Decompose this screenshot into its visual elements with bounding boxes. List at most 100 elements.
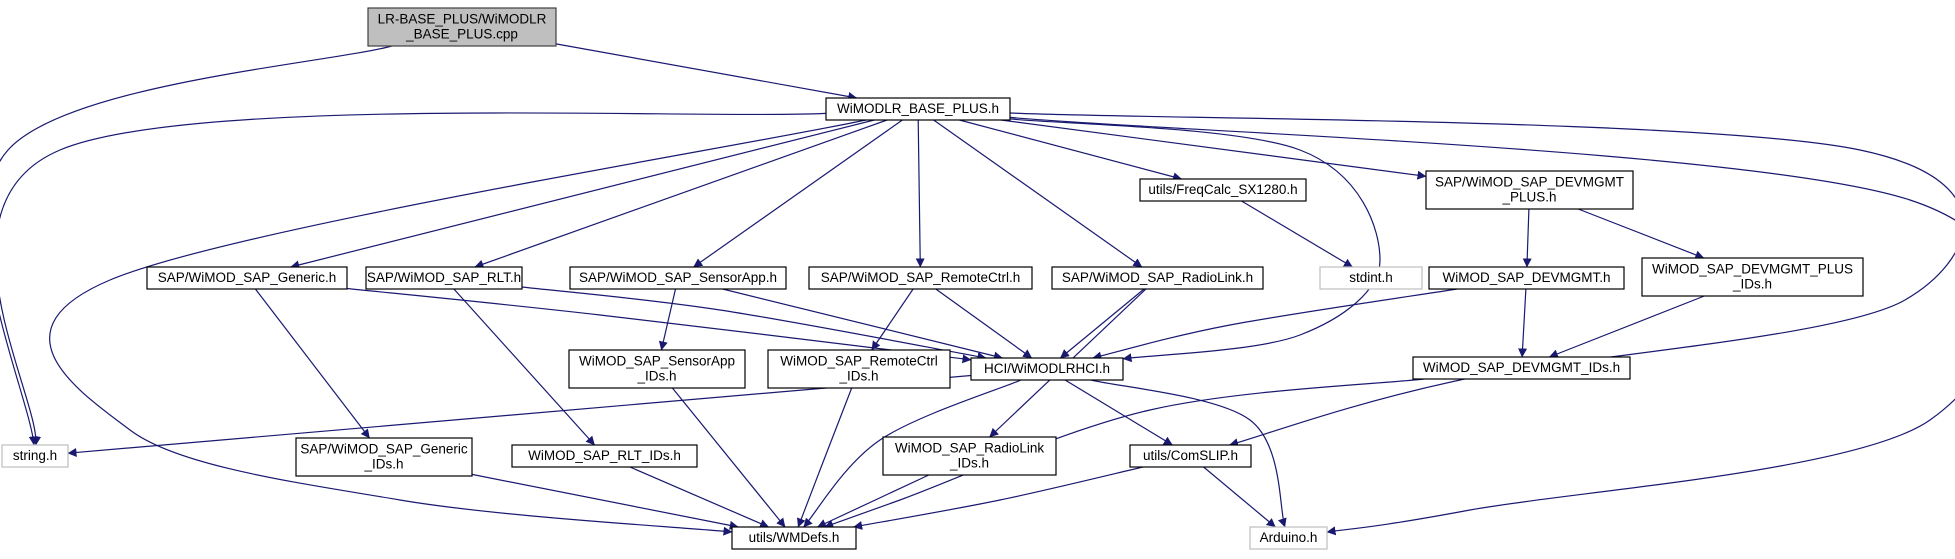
node-devmgmt-ids[interactable]: WiMOD_SAP_DEVMGMT_IDs.h bbox=[1412, 356, 1631, 380]
edge-generic-to-hci bbox=[346, 287, 972, 364]
edge-remotectrl-to-remotectrl_ids bbox=[871, 288, 914, 351]
edge-base-to-generic bbox=[290, 119, 875, 270]
edge-base-to-wmdefs bbox=[49, 119, 867, 536]
edge-base-to-rlt bbox=[474, 119, 888, 269]
edge-devmgmt_plus-to-devmgmt_plus_ids bbox=[1577, 208, 1705, 260]
node-label: utils/ComSLIP.h bbox=[1143, 448, 1238, 463]
node-box bbox=[365, 266, 523, 290]
node-label: SAP/WiMOD_SAP_RemoteCtrl.h bbox=[821, 270, 1021, 285]
node-label: _PLUS.h bbox=[1501, 190, 1556, 205]
node-label: WiMOD_SAP_RemoteCtrl bbox=[780, 354, 938, 369]
node-box bbox=[568, 349, 746, 389]
node-generic-ids[interactable]: SAP/WiMOD_SAP_Generic_IDs.h bbox=[295, 437, 473, 477]
node-box bbox=[1425, 170, 1634, 210]
node-label: Arduino.h bbox=[1260, 530, 1318, 545]
edge-remotectrl_ids-to-wmdefs bbox=[797, 387, 853, 528]
edge-base-to-string bbox=[0, 112, 827, 446]
edge-base-to-arduino bbox=[1009, 116, 1955, 536]
node-box bbox=[367, 7, 557, 47]
node-label: _IDs.h bbox=[949, 456, 989, 471]
node-label: _IDs.h bbox=[1732, 277, 1772, 292]
edge-devmgmt-to-hci bbox=[1092, 288, 1458, 361]
node-label: HCI/WiMODLRHCI.h bbox=[984, 361, 1110, 376]
node-box bbox=[882, 436, 1057, 476]
node-label: WiMOD_SAP_RLT_IDs.h bbox=[528, 448, 681, 463]
node-label: _IDs.h bbox=[363, 457, 403, 472]
node-label: WiMOD_SAP_DEVMGMT_IDs.h bbox=[1423, 360, 1620, 375]
node-label: utils/WMDefs.h bbox=[749, 530, 840, 545]
node-rlt[interactable]: SAP/WiMOD_SAP_RLT.h bbox=[365, 266, 523, 290]
node-wmdefs[interactable]: utils/WMDefs.h bbox=[731, 526, 857, 550]
node-devmgmt-plus-ids[interactable]: WiMOD_SAP_DEVMGMT_PLUS_IDs.h bbox=[1641, 257, 1864, 297]
edge-base-to-devmgmt_plus bbox=[1000, 119, 1427, 180]
edge-sensorapp_ids-to-wmdefs bbox=[671, 387, 786, 528]
edge-devmgmt-to-devmgmt_ids bbox=[1518, 288, 1528, 358]
edge-base-to-remotectrl bbox=[915, 119, 925, 268]
edge-root-to-string bbox=[0, 45, 393, 446]
node-label: WiMOD_SAP_RadioLink bbox=[895, 441, 1045, 456]
node-box bbox=[731, 526, 857, 550]
node-box bbox=[1249, 526, 1328, 550]
node-freq[interactable]: utils/FreqCalc_SX1280.h bbox=[1139, 178, 1307, 202]
node-box bbox=[767, 349, 951, 389]
node-label: WiMODLR_BASE_PLUS.h bbox=[837, 101, 999, 116]
node-box bbox=[511, 444, 698, 468]
edge-base-to-radiolink bbox=[933, 119, 1143, 268]
node-comslip[interactable]: utils/ComSLIP.h bbox=[1129, 444, 1252, 468]
node-label: WiMOD_SAP_SensorApp bbox=[579, 354, 735, 369]
node-generic[interactable]: SAP/WiMOD_SAP_Generic.h bbox=[146, 266, 348, 290]
node-box bbox=[1641, 257, 1864, 297]
node-base[interactable]: WiMODLR_BASE_PLUS.h bbox=[825, 97, 1011, 121]
node-label: string.h bbox=[13, 448, 57, 463]
node-label: LR-BASE_PLUS/WiMODLR bbox=[378, 12, 547, 27]
node-remotectrl[interactable]: SAP/WiMOD_SAP_RemoteCtrl.h bbox=[808, 266, 1033, 290]
edge-base-to-freq bbox=[959, 119, 1183, 182]
node-remotectrl-ids[interactable]: WiMOD_SAP_RemoteCtrl_IDs.h bbox=[767, 349, 951, 389]
node-box bbox=[825, 97, 1011, 121]
node-label: SAP/WiMOD_SAP_RadioLink.h bbox=[1062, 270, 1253, 285]
edge-freq-to-stdint bbox=[1241, 200, 1353, 268]
edge-base-to-comslip bbox=[1009, 112, 1955, 448]
edge-hci-to-comslip bbox=[1064, 379, 1173, 446]
node-label: _IDs.h bbox=[838, 369, 878, 384]
edge-sensorapp-to-hci bbox=[722, 288, 1003, 361]
node-arduino[interactable]: Arduino.h bbox=[1249, 526, 1328, 550]
node-label: SAP/WiMOD_SAP_RLT.h bbox=[367, 270, 521, 285]
node-hci[interactable]: HCI/WiMODLRHCI.h bbox=[970, 357, 1124, 381]
edge-radiolink_ids-to-wmdefs bbox=[817, 474, 930, 528]
node-string[interactable]: string.h bbox=[1, 444, 69, 468]
node-sensorapp-ids[interactable]: WiMOD_SAP_SensorApp_IDs.h bbox=[568, 349, 746, 389]
edge-comslip-to-wmdefs bbox=[853, 466, 1144, 530]
node-label: WiMOD_SAP_DEVMGMT_PLUS bbox=[1652, 262, 1853, 277]
node-sensorapp[interactable]: SAP/WiMOD_SAP_SensorApp.h bbox=[569, 266, 787, 290]
node-label: SAP/WiMOD_SAP_Generic bbox=[300, 442, 468, 457]
node-label: SAP/WiMOD_SAP_DEVMGMT bbox=[1435, 175, 1624, 190]
node-devmgmt-plus[interactable]: SAP/WiMOD_SAP_DEVMGMT_PLUS.h bbox=[1425, 170, 1634, 210]
node-root: LR-BASE_PLUS/WiMODLR_BASE_PLUS.cpp bbox=[367, 7, 557, 47]
edge-devmgmt_plus_ids-to-devmgmt_ids bbox=[1548, 295, 1705, 359]
node-devmgmt[interactable]: WiMOD_SAP_DEVMGMT.h bbox=[1428, 266, 1625, 290]
edge-remotectrl-to-hci bbox=[935, 288, 1033, 359]
node-label: utils/FreqCalc_SX1280.h bbox=[1148, 182, 1297, 197]
node-radiolink-ids[interactable]: WiMOD_SAP_RadioLink_IDs.h bbox=[882, 436, 1057, 476]
node-label: SAP/WiMOD_SAP_Generic.h bbox=[158, 270, 337, 285]
node-label: stdint.h bbox=[1349, 270, 1393, 285]
edge-comslip-to-arduino bbox=[1203, 466, 1276, 528]
edge-rlt-to-hci bbox=[521, 286, 987, 361]
node-box bbox=[1412, 356, 1631, 380]
node-stdint[interactable]: stdint.h bbox=[1319, 266, 1423, 290]
node-box bbox=[1, 444, 69, 468]
edge-radiolink-to-hci bbox=[1060, 288, 1145, 359]
node-label: _BASE_PLUS.cpp bbox=[405, 27, 518, 42]
node-box bbox=[146, 266, 348, 290]
edge-devmgmt_ids-to-wmdefs bbox=[824, 378, 1425, 529]
node-box bbox=[1428, 266, 1625, 290]
node-box bbox=[295, 437, 473, 477]
node-box bbox=[1051, 266, 1264, 290]
node-rlt-ids[interactable]: WiMOD_SAP_RLT_IDs.h bbox=[511, 444, 698, 468]
node-label: SAP/WiMOD_SAP_SensorApp.h bbox=[579, 270, 777, 285]
node-label: WiMOD_SAP_DEVMGMT.h bbox=[1442, 270, 1610, 285]
edge-devmgmt_plus-to-devmgmt bbox=[1522, 208, 1532, 268]
node-radiolink[interactable]: SAP/WiMOD_SAP_RadioLink.h bbox=[1051, 266, 1264, 290]
